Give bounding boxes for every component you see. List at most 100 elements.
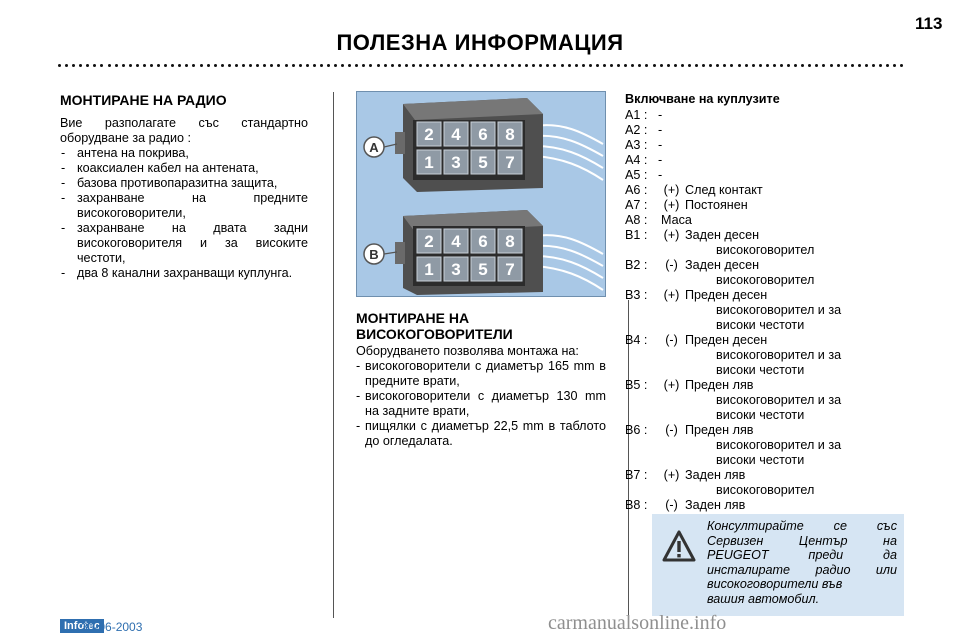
pin-polarity: (+) (663, 198, 680, 212)
pin-row: A7 :(+)Постоянен (625, 198, 885, 213)
pin-polarity: (+) (663, 228, 680, 242)
pin-number: 5 (478, 260, 487, 279)
pin-description: След контакт (685, 183, 865, 198)
pin-cell (470, 121, 496, 147)
pin-row: A2 :- (625, 123, 885, 138)
speakers-list: високоговорители с диаметър 165 mm в пре… (356, 359, 606, 449)
pin-id: A6 : (625, 183, 648, 197)
warning-text: Консултирайте се със Сервизен Център на … (707, 519, 897, 606)
warning-box: Консултирайте се със Сервизен Център на … (652, 514, 904, 616)
pin-number: 8 (505, 125, 514, 144)
pin-id: B2 : (625, 258, 648, 272)
pin-description-line1: След контакт (685, 183, 763, 197)
pin-row: A5 :- (625, 168, 885, 183)
list-item: високоговорители с диаметър 130 mm на за… (356, 389, 606, 419)
pin-id: A3 : (625, 138, 648, 152)
speakers-heading-line1: МОНТИРАНЕ НА (356, 310, 470, 326)
pin-number: 6 (478, 232, 487, 251)
radio-intro: Вие разполагате със стандартно оборудван… (60, 116, 308, 145)
pin-cell (443, 228, 469, 254)
speakers-heading: МОНТИРАНЕ НА ВИСОКОГОВОРИТЕЛИ (356, 310, 606, 342)
connector-pinout-section: Включване на куплузите A1 :-A2 :-A3 :-A4… (625, 92, 885, 528)
pin-description-line2: високоговорител (716, 483, 815, 497)
warning-text-last: вашия автомобил. (707, 591, 820, 606)
pin-description-line1: Заден ляв (685, 498, 746, 512)
pin-cell (443, 121, 469, 147)
pin-id: A7 : (625, 198, 648, 212)
pin-id: B1 : (625, 228, 648, 242)
list-item: два 8 канални захранващи куплунга. (60, 266, 308, 281)
pin-row: A8 : Маса (625, 213, 885, 228)
list-item: високоговорители с диаметър 165 mm в пре… (356, 359, 606, 389)
pin-id: A8 : (625, 213, 648, 227)
pin-number: 6 (478, 125, 487, 144)
pin-polarity: - (658, 168, 663, 182)
pin-row: A1 :- (625, 108, 885, 123)
pin-cell (497, 256, 523, 282)
pin-description-line1: Маса (661, 213, 692, 227)
list-item: антена на покрива, (60, 146, 308, 161)
connector-b-label: B (369, 247, 378, 262)
list-item: захранване на двата задни високоговорите… (60, 221, 308, 266)
pin-description-line1: Заден десен (685, 258, 760, 272)
pin-number: 3 (451, 153, 460, 172)
watermark: carmanualsonline.info (548, 612, 727, 634)
pin-number: 3 (451, 260, 460, 279)
pin-cell (416, 149, 442, 175)
pin-polarity: - (658, 153, 663, 167)
pin-description-line2: високоговорител и за високи честоти (716, 303, 842, 332)
pin-polarity: - (658, 108, 663, 122)
pinout-list: A1 :-A2 :-A3 :-A4 :-A5 :-A6 :(+)След кон… (625, 108, 885, 528)
pin-cell (443, 256, 469, 282)
pin-description-line2: високоговорител и за високи честоти (716, 393, 842, 422)
pin-number: 1 (424, 153, 433, 172)
infotec-logo: Infotec (60, 619, 105, 633)
page-title: ПОЛЕЗНА ИНФОРМАЦИЯ (336, 30, 624, 55)
pin-description (670, 168, 850, 183)
pin-description-line1: Заден ляв (685, 468, 746, 482)
pin-id: B5 : (625, 378, 648, 392)
pin-number: 1 (424, 260, 433, 279)
radio-equipment-list: антена на покрива, коаксиален кабел на а… (60, 146, 308, 281)
list-item: базова противопаразитна защита, (60, 176, 308, 191)
page-number: 113 (915, 14, 943, 33)
speakers-heading-line2: ВИСОКОГОВОРИТЕЛИ (356, 326, 513, 342)
pin-polarity: (+) (663, 468, 680, 482)
pin-description (670, 123, 850, 138)
pin-polarity: (-) (665, 258, 678, 272)
pin-id: B7 : (625, 468, 648, 482)
pin-number: 8 (505, 232, 514, 251)
speakers-intro: Оборудването позволява монтажа на: (356, 344, 579, 358)
pin-cell (416, 121, 442, 147)
pin-cell (470, 149, 496, 175)
pin-id: B4 : (625, 333, 648, 347)
pin-number: 2 (424, 232, 433, 251)
pin-description-line2: високоговорител (716, 273, 815, 287)
title-dotted-divider (58, 64, 904, 70)
pin-polarity: (+) (663, 183, 680, 197)
pin-cell (497, 149, 523, 175)
pin-description-line2: високоговорител и за високи честоти (716, 348, 842, 377)
pin-id: A1 : (625, 108, 648, 122)
pin-row: A6 : (+) След контакт (625, 183, 885, 198)
pin-number: 4 (451, 232, 461, 251)
pin-cell (497, 228, 523, 254)
radio-heading: МОНТИРАНЕ НА РАДИО (60, 92, 227, 108)
pin-cell (470, 256, 496, 282)
pin-number: 7 (505, 153, 514, 172)
pin-polarity: (-) (665, 498, 678, 512)
pin-id: A2 : (625, 123, 648, 137)
pin-polarity: (+) (663, 288, 680, 302)
pin-number: 7 (505, 260, 514, 279)
